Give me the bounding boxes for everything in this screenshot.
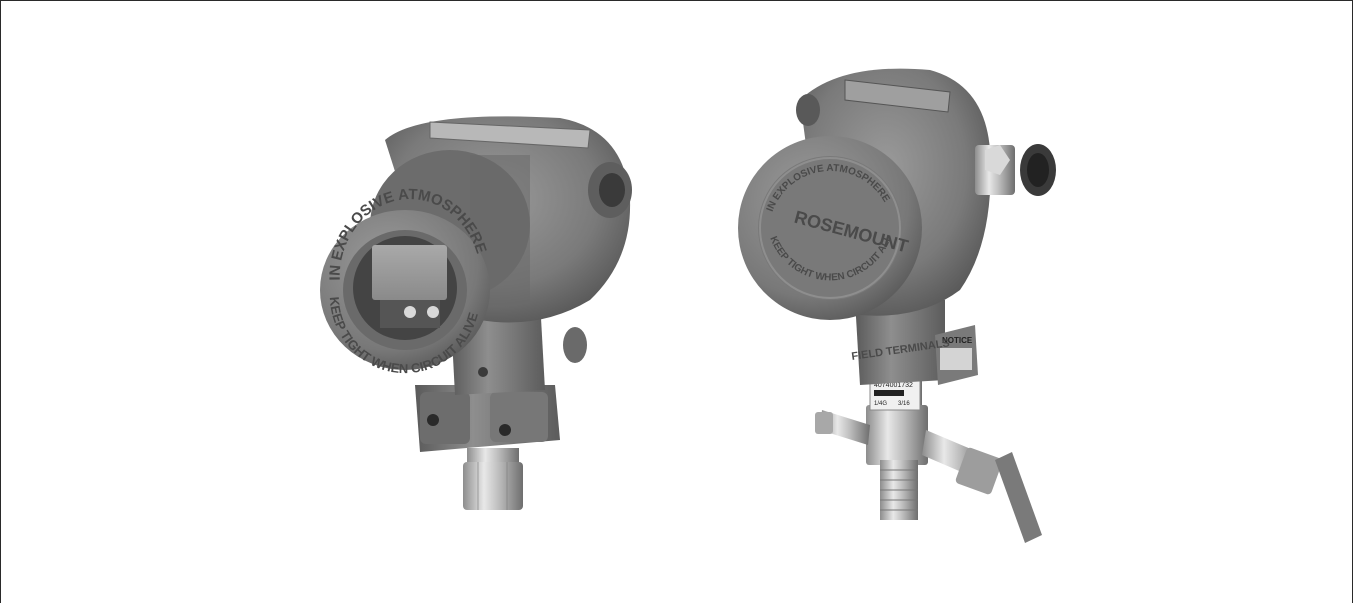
lcd-screen xyxy=(372,245,447,300)
left-fitting xyxy=(463,448,523,510)
svg-text:4074001732: 4074001732 xyxy=(874,382,913,389)
left-button-2 xyxy=(427,306,439,318)
left-button-1 xyxy=(404,306,416,318)
cable-gland xyxy=(975,144,1056,196)
svg-text:3/16: 3/16 xyxy=(898,401,910,407)
svg-text:1/4G: 1/4G xyxy=(874,401,887,407)
left-nameplate xyxy=(429,121,591,149)
valve-handle xyxy=(995,452,1042,543)
notice-label: NOTICE xyxy=(942,336,973,345)
right-nameplate xyxy=(844,79,951,113)
left-flange xyxy=(415,385,560,452)
transmitter-left: IN EXPLOSIVE ATMOSPHERE KEEP TIGHT WHEN … xyxy=(320,116,632,510)
